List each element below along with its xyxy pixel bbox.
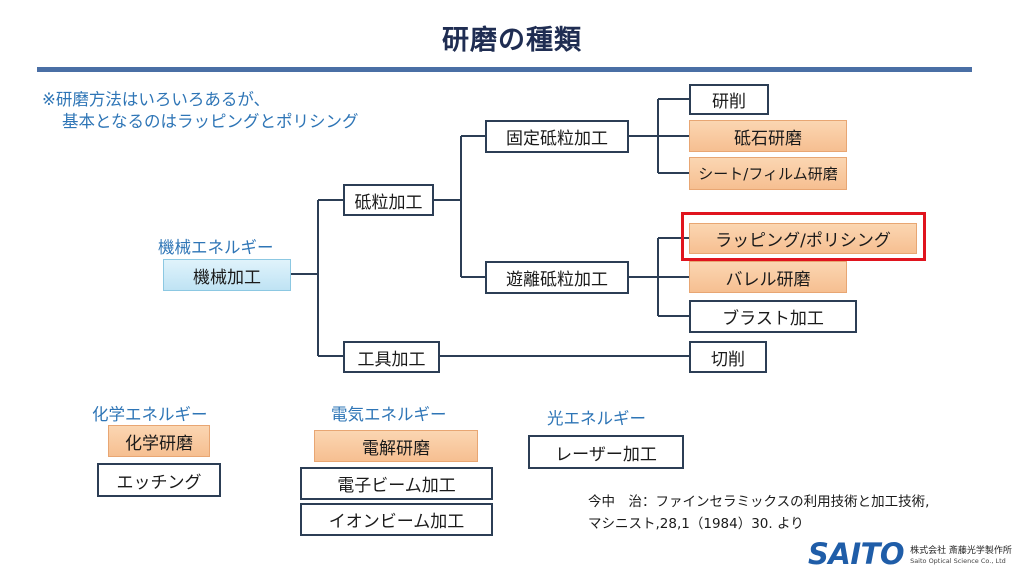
logo-company-jp: 株式会社 斎藤光学製作所 — [910, 546, 1012, 556]
tool-processing-box: 工具加工 — [343, 341, 440, 373]
electrical-energy-label: 電気エネルギー — [331, 405, 447, 424]
logo-company: 株式会社 斎藤光学製作所 Saito Optical Science Co., … — [910, 543, 1012, 565]
ion-beam-box: イオンビーム加工 — [300, 503, 493, 536]
grinding-box: 研削 — [689, 84, 769, 115]
fixed-abrasive-box: 固定砥粒加工 — [485, 120, 629, 153]
reference-line-1: 今中 治：ファインセラミックスの利用技術と加工技術, — [588, 494, 930, 510]
lapping-polishing-box: ラッピング/ポリシング — [689, 223, 917, 254]
lapping-polishing-highlight — [681, 212, 926, 261]
note-line-1: ※研磨方法はいろいろあるが、 — [42, 90, 270, 109]
chemical-energy-label: 化学エネルギー — [92, 405, 208, 424]
light-energy-label: 光エネルギー — [547, 409, 646, 428]
etching-box: エッチング — [97, 463, 221, 497]
mechanical-energy-label: 機械エネルギー — [158, 238, 274, 257]
logo-mark: SAITO — [808, 537, 905, 571]
logo-company-en: Saito Optical Science Co., Ltd — [910, 557, 1006, 565]
abrasive-processing-box: 砥粒加工 — [343, 184, 434, 216]
mechanical-processing-box: 機械加工 — [163, 259, 291, 291]
grindstone-polishing-box: 砥石研磨 — [689, 120, 847, 152]
sheet-film-polishing-box: シート/フィルム研磨 — [689, 157, 847, 190]
page-title: 研磨の種類 — [442, 25, 582, 56]
reference-citation: 今中 治：ファインセラミックスの利用技術と加工技術, マシニスト,28,1（19… — [588, 491, 929, 535]
electron-beam-box: 電子ビーム加工 — [300, 467, 493, 500]
chemical-polishing-box: 化学研磨 — [108, 425, 210, 457]
blast-processing-box: ブラスト加工 — [689, 300, 857, 333]
title-underline — [37, 67, 972, 72]
barrel-polishing-box: バレル研磨 — [689, 261, 847, 293]
reference-line-2: マシニスト,28,1（1984）30. より — [588, 516, 804, 532]
note-line-2: 基本となるのはラッピングとポリシング — [62, 112, 359, 131]
free-abrasive-box: 遊離砥粒加工 — [485, 261, 629, 294]
electrolytic-polishing-box: 電解研磨 — [314, 430, 478, 462]
cutting-box: 切削 — [689, 341, 767, 373]
saito-logo: SAITO 株式会社 斎藤光学製作所 Saito Optical Science… — [808, 537, 1012, 571]
laser-processing-box: レーザー加工 — [528, 435, 684, 469]
